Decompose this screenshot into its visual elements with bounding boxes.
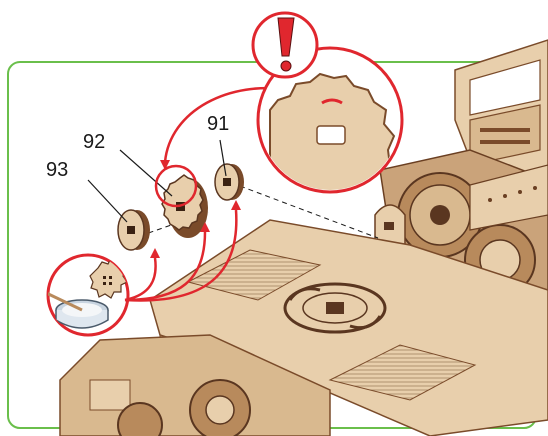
part-label-93: 93 <box>46 160 68 180</box>
part-label-92: 92 <box>83 132 105 152</box>
part-92-gear <box>162 175 208 238</box>
exclamation-icon <box>253 13 317 77</box>
part-91-disc <box>215 164 244 200</box>
leader-92 <box>120 150 172 196</box>
part-label-91: 91 <box>207 114 229 134</box>
leader-93 <box>88 180 127 222</box>
part-93-disc <box>118 210 150 250</box>
glue-jar-icon <box>40 255 128 335</box>
